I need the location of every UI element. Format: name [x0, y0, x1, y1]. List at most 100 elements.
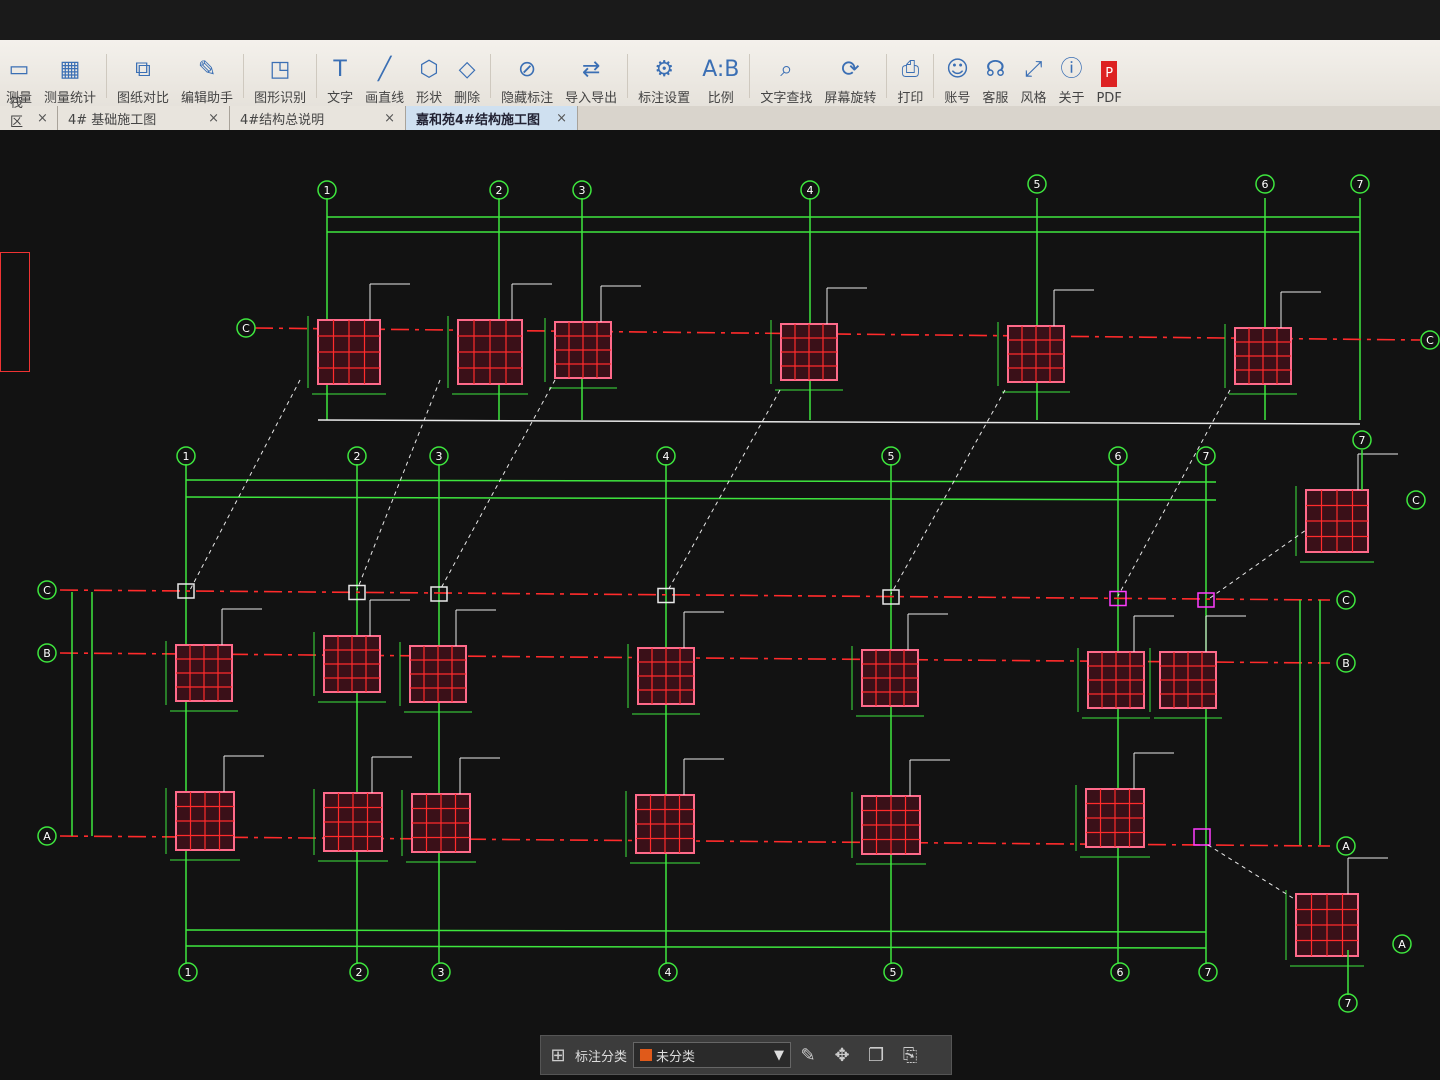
axis-label: C [1342, 594, 1350, 607]
axis-bubble [883, 962, 903, 982]
axis-label: 4 [807, 184, 814, 197]
axis-bubble [347, 446, 367, 466]
tool-13[interactable]: ⌕文字查找 [754, 44, 818, 106]
axis-label: 3 [436, 450, 443, 463]
copy-icon[interactable]: ❐ [867, 1044, 885, 1066]
shape-recognition-icon: ◳ [269, 57, 291, 82]
axis-label: 4 [665, 966, 672, 979]
axis-bubble [37, 643, 57, 663]
axis-label: 5 [890, 966, 897, 979]
axis-bubble [236, 318, 256, 338]
axis-bubble [1198, 962, 1218, 982]
axis-label: A [1398, 938, 1406, 951]
grid-apps-icon[interactable]: ⊞ [550, 1044, 566, 1066]
axis-bubble [176, 446, 196, 466]
axis-label: 7 [1357, 178, 1364, 191]
tool-19[interactable]: ⓘ 关于 [1052, 44, 1090, 106]
tool-0[interactable]: ▭ 测量 [0, 44, 38, 106]
edit-icon[interactable]: ✎ [800, 1044, 816, 1066]
tool-7[interactable]: ⬡形状 [410, 44, 448, 106]
info-icon: ⓘ [1060, 57, 1083, 82]
axis-label: 7 [1203, 450, 1210, 463]
tool-label: 比例 [707, 91, 734, 106]
axis-bubble [572, 180, 592, 200]
tool-16[interactable]: ☺账号 [938, 44, 976, 106]
tool-label: 文字查找 [760, 91, 813, 106]
tool-label: 关于 [1058, 91, 1085, 106]
move-icon[interactable]: ✥ [834, 1044, 850, 1066]
edit-assistant-icon: ✎ [197, 57, 217, 82]
tool-4[interactable]: ◳图形识别 [248, 44, 312, 106]
ruler-icon: ▭ [8, 57, 30, 82]
axis-label: B [43, 647, 51, 660]
style-icon: ⤢ [1024, 57, 1043, 82]
axis-bubble [349, 962, 369, 982]
leader-line [890, 389, 1006, 595]
tool-1[interactable]: ▦测量统计 [38, 44, 102, 106]
tool-9[interactable]: ⊘隐藏标注 [495, 44, 559, 106]
tool-18[interactable]: ⤢风格 [1014, 44, 1052, 106]
tool-11[interactable]: ⚙标注设置 [632, 44, 696, 106]
break-line [317, 419, 1361, 425]
tool-label: 测量 [6, 91, 33, 106]
axis-bubble [881, 446, 901, 466]
dimension-line [185, 929, 1207, 933]
axis-label: 3 [438, 966, 445, 979]
print-icon: ⎙ [901, 57, 920, 82]
tab-3[interactable]: 嘉和苑4#结构施工图 × [406, 106, 578, 130]
category-dropdown[interactable]: 未分类 ▼ [633, 1042, 792, 1068]
tool-8[interactable]: ◇删除 [448, 44, 486, 106]
axis-label: 7 [1205, 966, 1212, 979]
axis-bubble [1027, 174, 1047, 194]
tool-6[interactable]: ╱画直线 [359, 44, 410, 106]
close-icon[interactable]: × [208, 110, 219, 126]
leader-line [356, 379, 441, 591]
leader-line [1117, 389, 1231, 597]
tool-17[interactable]: ☊客服 [976, 44, 1014, 106]
axis-label: C [242, 322, 250, 335]
leader-line [666, 389, 781, 593]
leader-line [1209, 529, 1307, 599]
tool-15[interactable]: ⎙打印 [891, 44, 929, 106]
annotation-category-bar: ⊞ 标注分类 未分类 ▼ ✎ ✥ ❐ ⎘ [540, 1035, 952, 1075]
toolbar-separator [627, 54, 629, 98]
column-marker [348, 584, 366, 601]
tool-10[interactable]: ⇄导入导出 [559, 44, 623, 106]
close-icon[interactable]: × [556, 110, 567, 126]
annotation-settings-icon: ⚙ [654, 57, 675, 82]
axis-line [59, 589, 1331, 601]
axis-bubble [1350, 174, 1370, 194]
toolbar-separator [106, 54, 108, 98]
tool-label: 编辑助手 [181, 91, 234, 106]
tab-label: 嘉和苑4#结构施工图 [416, 112, 540, 128]
close-icon[interactable]: × [384, 110, 395, 126]
column-marker [1197, 592, 1215, 608]
import-export-icon: ⇄ [581, 57, 601, 82]
tab-1[interactable]: 4# 基础施工图× [58, 106, 230, 130]
dimension-line [185, 479, 1217, 483]
axis-bubble [1420, 330, 1440, 350]
tool-3[interactable]: ✎ 编辑助手 [175, 44, 239, 106]
axis-label: C [43, 584, 51, 597]
tab-2[interactable]: 4#结构总说明× [230, 106, 406, 130]
tool-label: 删除 [454, 91, 481, 106]
column-marker [882, 589, 900, 605]
axis-label: 2 [496, 184, 503, 197]
axis-bubble [429, 446, 449, 466]
axis-label: 7 [1359, 434, 1366, 447]
tool-label: PDF [1096, 91, 1122, 106]
tool-label: 形状 [416, 91, 443, 106]
close-icon[interactable]: × [37, 110, 48, 126]
axis-bubble [37, 580, 57, 600]
axis-label: 6 [1115, 450, 1122, 463]
paste-icon[interactable]: ⎘ [902, 1044, 918, 1066]
tool-14[interactable]: ⟳屏幕旋转 [818, 44, 882, 106]
tool-2[interactable]: ⧉图纸对比 [111, 44, 175, 106]
tab-0[interactable]: 筏区···× [0, 96, 58, 145]
